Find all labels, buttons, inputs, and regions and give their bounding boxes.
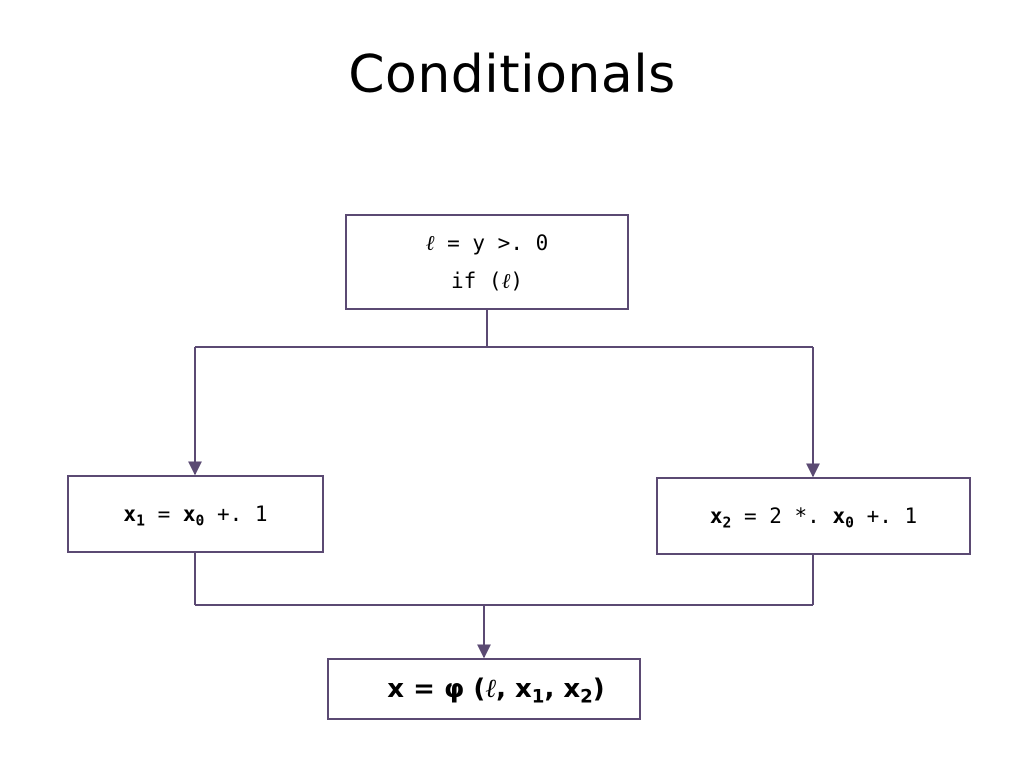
- label-ell: ℓ: [485, 674, 497, 704]
- then-branch-block: x1 = x0 +. 1: [67, 475, 324, 553]
- slide-title: Conditionals: [348, 45, 676, 105]
- label-ell: ℓ: [425, 231, 435, 255]
- if-line: if (ℓ): [451, 269, 523, 293]
- entry-block: ℓ = y >. 0 if (ℓ): [345, 214, 629, 310]
- condition-line: ℓ = y >. 0: [425, 231, 549, 255]
- else-branch-block: x2 = 2 *. x0 +. 1: [656, 477, 971, 555]
- merge-block: x = φ (ℓ, x1, x2): [327, 658, 641, 720]
- else-assignment: x2 = 2 *. x0 +. 1: [709, 504, 918, 532]
- label-ell: ℓ: [501, 269, 511, 293]
- phi-assignment: x = φ (ℓ, x1, x2): [387, 674, 605, 708]
- then-assignment: x1 = x0 +. 1: [123, 502, 268, 530]
